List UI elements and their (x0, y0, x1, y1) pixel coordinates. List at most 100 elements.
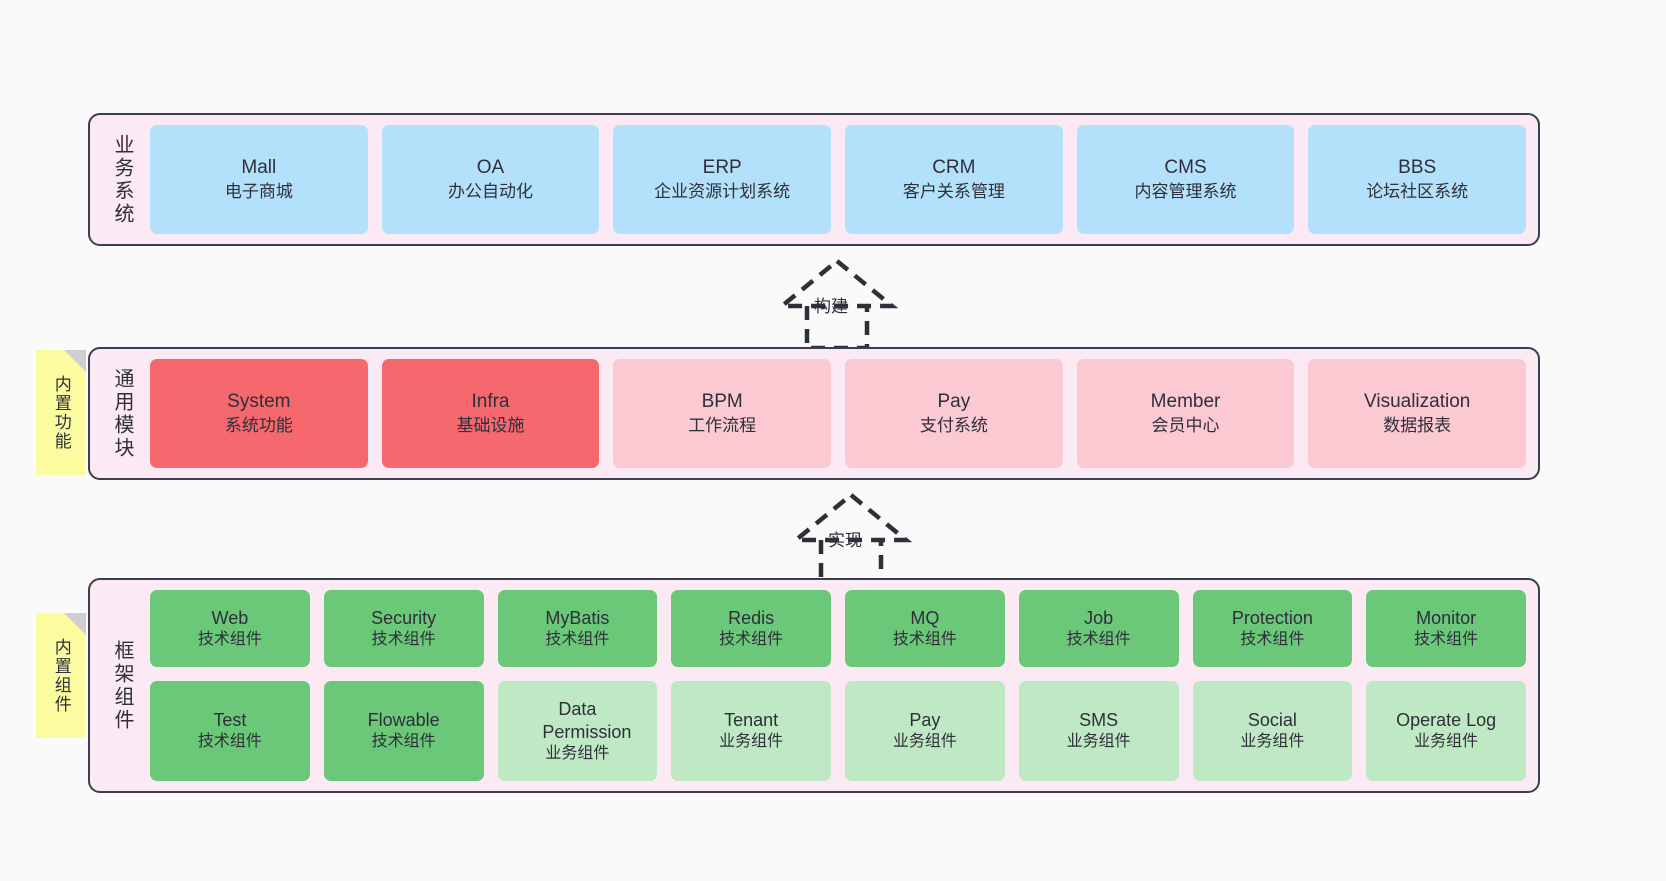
node-subtitle: 技术组件 (197, 630, 262, 648)
node-pay-component[interactable]: Pay 业务组件 (845, 680, 1005, 781)
node-title: Monitor (1416, 607, 1477, 628)
node-title: Member (1150, 391, 1221, 413)
connector-label-build: 构建 (814, 297, 848, 316)
generalization-arrow-icon (789, 492, 913, 585)
node-title: System (227, 391, 291, 413)
node-title: ERP (702, 157, 742, 179)
layer-caption-business: 业务系统 (111, 133, 133, 226)
node-mall[interactable]: Mall 电子商城 (150, 125, 368, 234)
node-security[interactable]: Security 技术组件 (323, 590, 484, 667)
generalization-arrow-icon (775, 258, 899, 351)
note-builtin-features: 内置功能 (36, 350, 86, 475)
node-subtitle: 技术组件 (1240, 630, 1305, 648)
node-data-permission[interactable]: Data Permission 业务组件 (497, 680, 658, 781)
note-label: 内置组件 (51, 637, 71, 714)
node-title: MQ (910, 607, 940, 628)
layer-body-business: Mall 电子商城 OA 办公自动化 ERP 企业资源计划系统 CRM 客户关系… (142, 125, 1527, 234)
node-subtitle: 办公自动化 (448, 181, 533, 201)
node-title: CMS (1164, 157, 1207, 179)
node-member[interactable]: Member 会员中心 (1076, 359, 1295, 468)
node-title: SMS (1079, 710, 1119, 731)
node-title: MyBatis (545, 607, 610, 628)
node-job[interactable]: Job 技术组件 (1018, 590, 1179, 667)
node-title: BPM (701, 391, 743, 413)
node-title: Pay (937, 391, 971, 413)
node-title: Pay (909, 710, 941, 731)
layer-common-module: 通用模块 System 系统功能 Infra 基础设施 BPM 工作流程 Pay… (88, 347, 1540, 480)
node-subtitle: 客户关系管理 (902, 181, 1005, 201)
node-subtitle: 业务组件 (1240, 733, 1305, 751)
node-title: Web (211, 607, 249, 628)
node-title: Data Permission (542, 698, 632, 742)
node-subtitle: 业务组件 (1066, 733, 1131, 751)
node-title: OA (476, 157, 505, 179)
node-title: Redis (728, 607, 775, 628)
layer-framework-component: 框架组件 Web 技术组件 Security 技术组件 MyBatis 技术组件… (88, 578, 1540, 793)
node-subtitle: 会员中心 (1151, 415, 1220, 435)
node-subtitle: 技术组件 (197, 733, 262, 751)
node-operate-log[interactable]: Operate Log 业务组件 (1366, 680, 1526, 781)
node-subtitle: 业务组件 (892, 733, 957, 751)
node-subtitle: 电子商城 (224, 181, 293, 201)
node-bpm[interactable]: BPM 工作流程 (613, 359, 832, 468)
node-subtitle: 技术组件 (719, 630, 784, 648)
layer-caption-common: 通用模块 (111, 367, 133, 460)
node-title: Flowable (367, 710, 440, 731)
node-title: Infra (471, 391, 510, 413)
node-subtitle: 系统功能 (224, 415, 293, 435)
node-title: CRM (932, 157, 976, 179)
node-subtitle: 工作流程 (688, 415, 757, 435)
node-title: Mall (241, 157, 277, 179)
layer-body-framework: Web 技术组件 Security 技术组件 MyBatis 技术组件 Redi… (142, 590, 1526, 781)
node-tenant[interactable]: Tenant 业务组件 (671, 680, 831, 781)
node-crm[interactable]: CRM 客户关系管理 (845, 125, 1063, 234)
node-title: Security (371, 607, 437, 628)
node-title: Protection (1231, 607, 1313, 628)
layer-caption-framework: 框架组件 (111, 639, 133, 732)
node-subtitle: 企业资源计划系统 (654, 181, 791, 201)
node-title: Test (213, 710, 247, 731)
node-subtitle: 技术组件 (371, 733, 436, 751)
framework-row-tech: Web 技术组件 Security 技术组件 MyBatis 技术组件 Redi… (150, 590, 1526, 667)
node-subtitle: 业务组件 (545, 744, 610, 762)
connector-label-implement: 实现 (828, 531, 862, 550)
node-redis[interactable]: Redis 技术组件 (671, 590, 831, 667)
layer-body-common: System 系统功能 Infra 基础设施 BPM 工作流程 Pay 支付系统… (142, 359, 1527, 468)
node-mq[interactable]: MQ 技术组件 (845, 590, 1005, 667)
note-label: 内置功能 (51, 374, 71, 451)
node-subtitle: 数据报表 (1383, 415, 1452, 435)
node-subtitle: 业务组件 (719, 733, 784, 751)
node-title: Social (1247, 710, 1297, 731)
node-erp[interactable]: ERP 企业资源计划系统 (613, 125, 832, 234)
connector-implement: 实现 (766, 492, 936, 585)
node-monitor[interactable]: Monitor 技术组件 (1366, 590, 1526, 667)
layer-business-system: 业务系统 Mall 电子商城 OA 办公自动化 ERP 企业资源计划系统 CRM… (88, 113, 1540, 246)
node-test[interactable]: Test 技术组件 (150, 680, 310, 781)
node-title: Visualization (1364, 391, 1471, 413)
node-oa[interactable]: OA 办公自动化 (381, 125, 600, 234)
node-pay-module[interactable]: Pay 支付系统 (845, 359, 1063, 468)
node-flowable[interactable]: Flowable 技术组件 (323, 680, 484, 781)
node-system[interactable]: System 系统功能 (150, 359, 368, 468)
node-protection[interactable]: Protection 技术组件 (1192, 590, 1353, 667)
node-web[interactable]: Web 技术组件 (150, 590, 310, 667)
node-title: Tenant (724, 710, 779, 731)
node-infra[interactable]: Infra 基础设施 (381, 359, 600, 468)
framework-row-business: Test 技术组件 Flowable 技术组件 Data Permission … (150, 680, 1526, 781)
node-visualization[interactable]: Visualization 数据报表 (1308, 359, 1527, 468)
node-subtitle: 支付系统 (919, 415, 988, 435)
node-subtitle: 技术组件 (371, 630, 436, 648)
node-subtitle: 技术组件 (1066, 630, 1131, 648)
connector-build: 构建 (752, 258, 922, 351)
node-subtitle: 基础设施 (456, 415, 525, 435)
node-title: Operate Log (1396, 710, 1497, 731)
node-title: Job (1084, 607, 1114, 628)
node-social[interactable]: Social 业务组件 (1192, 680, 1353, 781)
node-subtitle: 论坛社区系统 (1366, 181, 1469, 201)
node-cms[interactable]: CMS 内容管理系统 (1076, 125, 1295, 234)
node-bbs[interactable]: BBS 论坛社区系统 (1308, 125, 1527, 234)
node-subtitle: 技术组件 (545, 630, 610, 648)
node-subtitle: 内容管理系统 (1134, 181, 1237, 201)
node-sms[interactable]: SMS 业务组件 (1018, 680, 1179, 781)
node-mybatis[interactable]: MyBatis 技术组件 (497, 590, 658, 667)
